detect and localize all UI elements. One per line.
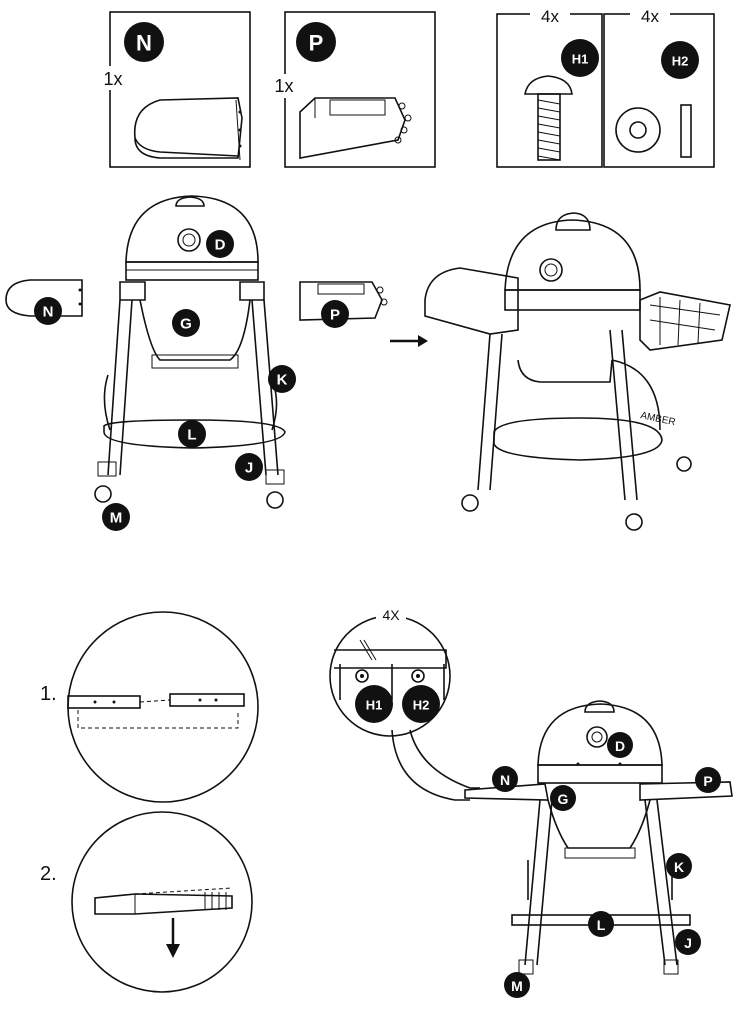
part-letter-h1: H1: [572, 52, 589, 67]
grill-before-illustration: [94, 195, 286, 509]
callout-d: D: [206, 230, 234, 258]
callout-m-final: M: [504, 972, 530, 998]
svg-text:M: M: [110, 510, 123, 527]
part-box-p: P 1x: [272, 11, 436, 168]
svg-text:L: L: [187, 427, 196, 444]
side-shelf-p-illustration: [299, 97, 412, 159]
svg-text:K: K: [277, 372, 288, 389]
arrow-right-icon: [390, 335, 428, 347]
callout-l-final: L: [588, 911, 614, 937]
svg-text:N: N: [43, 304, 54, 321]
part-box-h2: 4x H2: [603, 6, 715, 168]
callout-m: M: [102, 503, 130, 531]
part-box-n: N 1x: [98, 11, 251, 168]
washer-icon: [615, 104, 692, 158]
shelf-p-loose: [299, 281, 388, 321]
svg-text:G: G: [180, 316, 192, 333]
svg-text:N: N: [500, 772, 510, 788]
zoom-detail: 4X H1 H2: [329, 607, 480, 801]
callout-j: J: [235, 453, 263, 481]
callout-d-final: D: [607, 732, 633, 758]
callout-k: K: [268, 365, 296, 393]
part-letter-h2: H2: [672, 54, 689, 69]
step2-detail: 2.: [40, 811, 253, 993]
grill-after-illustration: AMBER: [424, 212, 731, 531]
step2-label: 2.: [40, 863, 57, 885]
callout-h1-label: H1: [366, 698, 383, 713]
part-qty-n: 1x: [103, 69, 122, 89]
svg-text:D: D: [215, 237, 226, 254]
callout-p: P: [321, 300, 349, 328]
svg-text:J: J: [684, 935, 692, 951]
part-qty-p: 1x: [274, 76, 293, 96]
part-letter-n: N: [136, 31, 152, 56]
callout-n: N: [34, 297, 62, 325]
callout-g: G: [172, 309, 200, 337]
svg-text:M: M: [511, 978, 523, 994]
callout-l: L: [178, 420, 206, 448]
side-shelf-n-illustration: [133, 97, 243, 161]
step1-detail: 1.: [40, 611, 259, 803]
svg-text:K: K: [674, 859, 684, 875]
callout-g-final: G: [550, 785, 576, 811]
step1-label: 1.: [40, 683, 57, 705]
callout-n-final: N: [492, 766, 518, 792]
svg-text:P: P: [703, 773, 712, 789]
part-qty-h2: 4x: [641, 7, 659, 26]
callout-p-final: P: [695, 767, 721, 793]
svg-text:P: P: [330, 307, 340, 324]
callout-h2-label: H2: [413, 698, 430, 713]
detail-qty: 4X: [382, 607, 400, 623]
part-qty-h1: 4x: [541, 7, 559, 26]
svg-text:D: D: [615, 738, 625, 754]
svg-text:G: G: [558, 791, 569, 807]
part-box-h1: 4x H1: [496, 6, 603, 168]
svg-text:L: L: [597, 917, 606, 933]
part-letter-p: P: [309, 31, 324, 56]
callout-j-final: J: [675, 929, 701, 955]
arrow-down-icon: [166, 918, 180, 958]
bolt-icon: [524, 75, 573, 161]
shelf-n-loose: [5, 279, 83, 317]
svg-text:J: J: [245, 460, 253, 477]
callout-k-final: K: [666, 853, 692, 879]
